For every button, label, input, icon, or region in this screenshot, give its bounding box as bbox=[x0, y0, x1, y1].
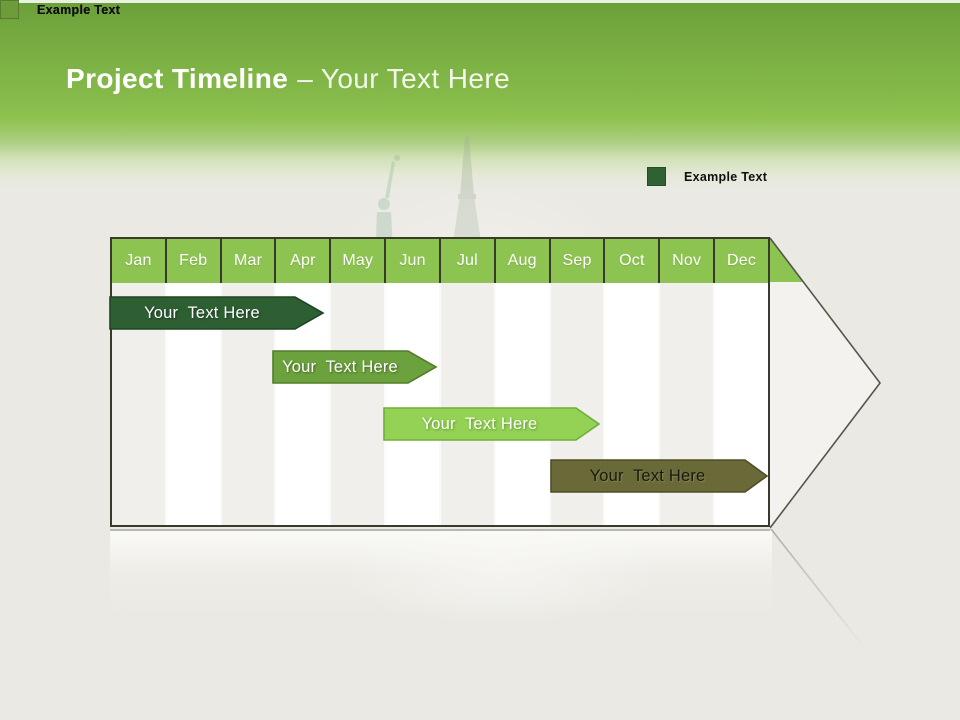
grid-column bbox=[329, 283, 385, 525]
legend-swatch bbox=[647, 167, 666, 186]
slide-top-border bbox=[0, 0, 960, 3]
table-reflection bbox=[110, 531, 772, 643]
month-cell-jun: Jun bbox=[384, 239, 439, 283]
month-cell-feb: Feb bbox=[164, 239, 220, 283]
month-cell-nov: Nov bbox=[658, 239, 713, 283]
task-bar-label: Your Text Here bbox=[589, 466, 706, 485]
title-bold-text: Project Timeline bbox=[66, 63, 289, 94]
month-cell-jan: Jan bbox=[125, 252, 152, 269]
task-bar-label: Your Text Here bbox=[144, 303, 260, 322]
arrowhead-reflection-line bbox=[770, 529, 875, 661]
legend-item: Example Text bbox=[647, 167, 767, 186]
task-bar-shape bbox=[109, 296, 325, 330]
page-title: Project Timeline – Your Text Here bbox=[66, 60, 510, 98]
month-cell-jul: Jul bbox=[438, 239, 494, 283]
month-cell-oct: Oct bbox=[603, 239, 658, 283]
grid-column bbox=[438, 283, 494, 525]
timeline-grid bbox=[112, 283, 768, 525]
month-cell-aug: Aug bbox=[493, 239, 549, 283]
grid-column bbox=[384, 283, 439, 525]
legend-swatch bbox=[0, 0, 19, 19]
month-cell-dec: Dec bbox=[713, 239, 768, 283]
task-bar-shape bbox=[550, 459, 769, 493]
task-bar-label: Your Text Here bbox=[421, 414, 538, 433]
month-cell-apr: Apr bbox=[274, 239, 329, 283]
task-bar-shape bbox=[383, 407, 601, 441]
legend-label: Example Text bbox=[37, 2, 121, 17]
header-gradient-background bbox=[0, 0, 960, 190]
legend-label: Example Text bbox=[37, 2, 121, 17]
month-cell-mar: Mar bbox=[219, 239, 275, 283]
task-bar-4: Your Text Here bbox=[550, 459, 769, 493]
arrowhead-outline bbox=[770, 237, 882, 529]
arrowhead-fill bbox=[770, 238, 880, 528]
timeline-table: Jan Feb Mar Apr May Jun Jul Aug Sep Oct … bbox=[110, 237, 770, 527]
legend-item: Example Text bbox=[0, 0, 120, 19]
grid-column bbox=[493, 283, 549, 525]
task-bar-label: Your Text Here bbox=[282, 357, 398, 376]
month-cell-sep: Sep bbox=[548, 239, 604, 283]
task-bar-3: Your Text Here bbox=[383, 407, 601, 441]
legend-label: Example Text bbox=[37, 2, 121, 17]
title-placeholder-text: – Your Text Here bbox=[297, 63, 511, 94]
task-bar-1: Your Text Here bbox=[109, 296, 325, 330]
table-reflection-line bbox=[110, 529, 770, 531]
timeline-arrowhead bbox=[770, 237, 882, 529]
task-bar-shape bbox=[272, 350, 438, 384]
month-cell-may: May bbox=[329, 239, 384, 283]
month-header-row: Jan Feb Mar Apr May Jun Jul Aug Sep Oct … bbox=[112, 239, 768, 283]
legend-label: Example Text bbox=[684, 169, 768, 184]
task-bar-2: Your Text Here bbox=[272, 350, 438, 384]
